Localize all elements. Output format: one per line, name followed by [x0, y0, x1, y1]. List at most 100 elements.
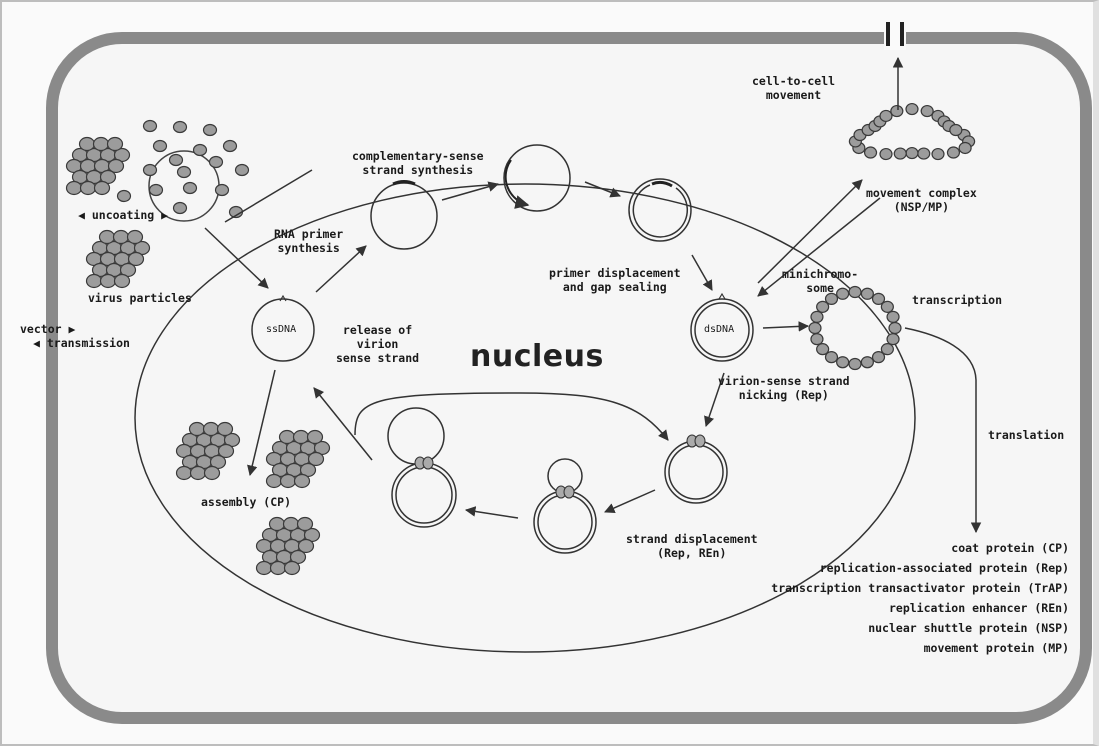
virus-particle	[210, 157, 223, 168]
movement-bead	[921, 106, 933, 117]
cluster-particle	[308, 431, 323, 444]
cluster-particle	[87, 275, 102, 288]
virus-particle	[118, 191, 131, 202]
movement-bead	[959, 142, 971, 153]
protein-item: nuclear shuttle protein (NSP)	[771, 621, 1069, 635]
nucleosome-bead	[849, 359, 861, 370]
cluster-particle	[190, 423, 205, 436]
virus-particle	[170, 155, 183, 166]
label-uncoating: ◀ uncoating ▶	[78, 208, 168, 222]
cluster-particle	[67, 182, 82, 195]
label-transcription: transcription	[912, 293, 1002, 307]
nucleosome-bead	[887, 311, 899, 322]
label-ssdna: ssDNA	[266, 323, 296, 337]
protein-item: transcription transactivator protein (Tr…	[771, 581, 1069, 595]
protein-item: coat protein (CP)	[771, 541, 1069, 555]
virus-particle	[236, 165, 249, 176]
cluster-particle	[285, 562, 300, 575]
cluster-particle	[204, 423, 219, 436]
cluster-particle	[191, 467, 206, 480]
label-nucleus: nucleus	[470, 340, 604, 374]
protein-item: replication-associated protein (Rep)	[771, 561, 1069, 575]
nucleosome-bead	[881, 301, 893, 312]
nucleosome-bead	[817, 344, 829, 355]
virus-particle	[204, 125, 217, 136]
label-transmission: ◀ transmission	[33, 336, 130, 350]
virus-particle	[150, 185, 163, 196]
protein-item: movement protein (MP)	[771, 641, 1069, 655]
nucleosome-bead	[889, 323, 901, 334]
movement-bead	[947, 147, 959, 158]
cluster-particle	[95, 182, 110, 195]
cluster-particle	[295, 475, 310, 488]
label-movement-complex: movement complex(NSP/MP)	[866, 186, 977, 214]
cluster-particle	[115, 275, 130, 288]
virus-particle	[224, 141, 237, 152]
virus-particle	[178, 167, 191, 178]
nucleosome-bead	[811, 311, 823, 322]
nucleosome-bead	[825, 293, 837, 304]
cluster-particle	[267, 475, 282, 488]
protein-list: coat protein (CP) replication-associated…	[771, 541, 1069, 661]
nucleosome-bead	[873, 352, 885, 363]
movement-bead	[891, 106, 903, 117]
virus-particle	[144, 121, 157, 132]
cluster-particle	[177, 467, 192, 480]
cluster-particle	[101, 275, 116, 288]
nucleosome-bead	[861, 357, 873, 368]
label-strand-displacement: strand displacement(Rep, REn)	[626, 532, 758, 560]
cluster-particle	[294, 431, 309, 444]
label-assembly: assembly (CP)	[201, 495, 291, 509]
movement-bead	[865, 147, 877, 158]
movement-bead	[894, 148, 906, 159]
virus-particle	[194, 145, 207, 156]
movement-bead	[918, 148, 930, 159]
cluster-particle	[80, 138, 95, 151]
cluster-particle	[284, 518, 299, 531]
protein-item: replication enhancer (REn)	[771, 601, 1069, 615]
cluster-particle	[128, 231, 143, 244]
cluster-particle	[257, 562, 272, 575]
movement-bead	[880, 149, 892, 160]
cluster-particle	[100, 231, 115, 244]
nucleosome-bead	[837, 357, 849, 368]
nucleosome-bead	[861, 288, 873, 299]
virus-particle	[144, 165, 157, 176]
virus-particle	[154, 141, 167, 152]
movement-bead	[906, 104, 918, 115]
cluster-particle	[281, 475, 296, 488]
cluster-particle	[108, 138, 123, 151]
cluster-particle	[218, 423, 233, 436]
nucleosome-bead	[811, 334, 823, 345]
cluster-particle	[298, 518, 313, 531]
nucleosome-bead	[887, 334, 899, 345]
movement-bead	[880, 110, 892, 121]
cluster-particle	[81, 182, 96, 195]
cluster-particle	[280, 431, 295, 444]
virus-particle	[174, 122, 187, 133]
virus-particle	[184, 183, 197, 194]
cluster-particle	[205, 467, 220, 480]
movement-bead	[906, 148, 918, 159]
cluster-particle	[271, 562, 286, 575]
cluster-particle	[94, 138, 109, 151]
nucleosome-bead	[809, 323, 821, 334]
movement-bead	[932, 149, 944, 160]
virus-particle	[174, 203, 187, 214]
label-translation: translation	[988, 428, 1064, 442]
cluster-particle	[114, 231, 129, 244]
movement-bead	[950, 125, 962, 136]
label-dsdna: dsDNA	[704, 323, 734, 337]
label-minichromosome: minichromo-some	[782, 267, 858, 295]
cluster-particle	[270, 518, 285, 531]
virus-particle	[216, 185, 229, 196]
label-vector: vector ▶	[20, 322, 75, 336]
label-virus-particles: virus particles	[88, 291, 192, 305]
